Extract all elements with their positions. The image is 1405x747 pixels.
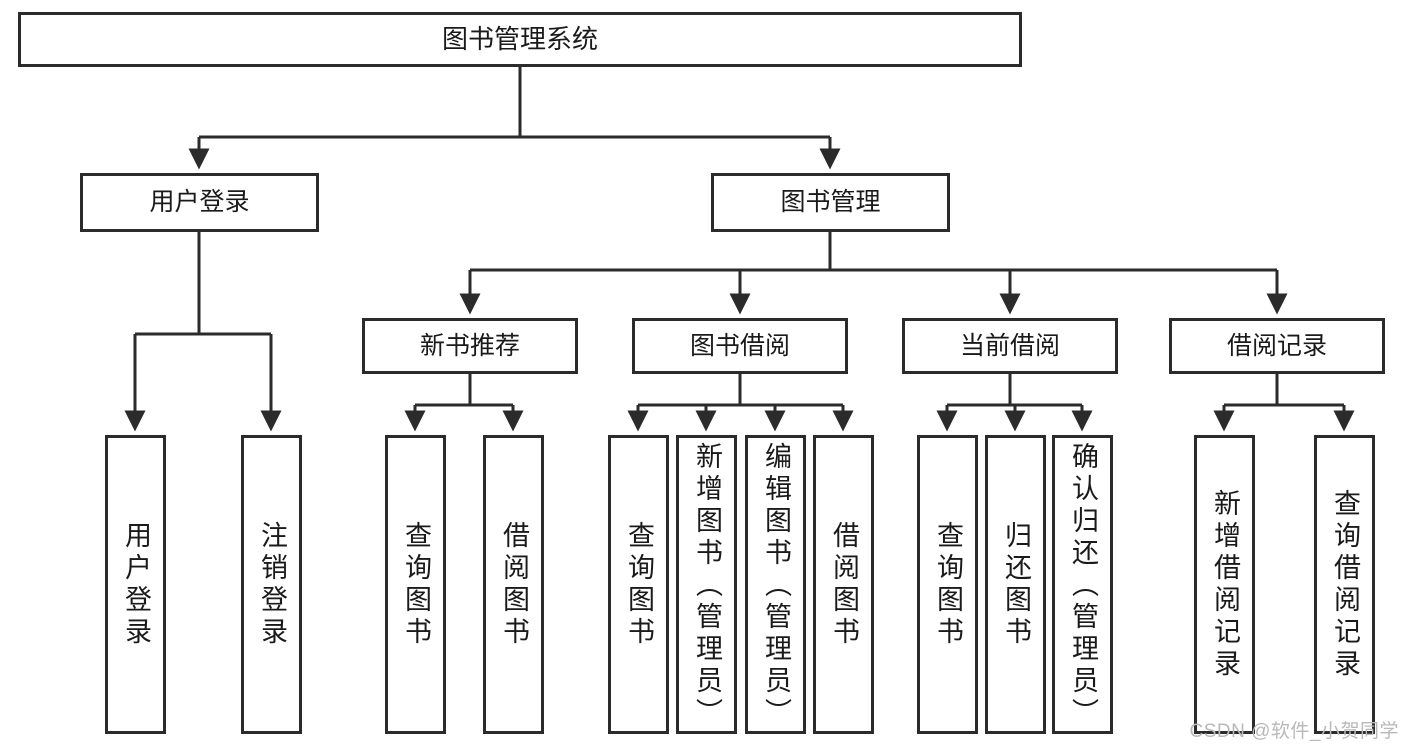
node-new-book-rec[interactable]: 新书推荐 (362, 318, 578, 374)
node-user-login-label: 用户登录 (149, 188, 250, 217)
node-user-login[interactable]: 用户登录 (80, 173, 319, 232)
node-leaf-edit-book-label: 编辑图书（管理员） (761, 442, 791, 730)
node-leaf-query-book-2[interactable]: 查询图书 (608, 435, 669, 734)
node-leaf-query-record[interactable]: 查询借阅记录 (1314, 435, 1375, 734)
node-leaf-query-book-1[interactable]: 查询图书 (385, 435, 446, 734)
node-leaf-borrow-book-2[interactable]: 借阅图书 (813, 435, 874, 734)
node-leaf-query-book-3[interactable]: 查询图书 (917, 435, 978, 734)
node-leaf-logout-login-label: 注销登录 (257, 520, 287, 649)
node-book-borrow[interactable]: 图书借阅 (632, 318, 848, 374)
node-leaf-add-book-label: 新增图书（管理员） (692, 442, 722, 730)
node-book-borrow-label: 图书借阅 (689, 331, 790, 360)
node-borrow-record-label: 借阅记录 (1226, 331, 1327, 360)
csdn-watermark: CSDN @软件_小贺同学 (1189, 721, 1399, 742)
node-leaf-borrow-book-1-label: 借阅图书 (499, 520, 529, 649)
node-new-book-rec-label: 新书推荐 (419, 331, 520, 360)
node-borrow-record[interactable]: 借阅记录 (1169, 318, 1385, 374)
node-book-manage[interactable]: 图书管理 (711, 173, 950, 232)
node-leaf-logout-login[interactable]: 注销登录 (241, 435, 302, 734)
node-leaf-add-record[interactable]: 新增借阅记录 (1194, 435, 1255, 734)
node-leaf-confirm-return-label: 确认归还（管理员） (1068, 442, 1098, 730)
node-leaf-return-book-label: 归还图书 (1001, 520, 1031, 649)
node-root-label: 图书管理系统 (441, 23, 598, 54)
node-leaf-edit-book[interactable]: 编辑图书（管理员） (745, 435, 806, 734)
node-leaf-query-book-3-label: 查询图书 (933, 520, 963, 649)
node-leaf-query-record-label: 查询借阅记录 (1330, 488, 1360, 681)
node-current-borrow[interactable]: 当前借阅 (902, 318, 1118, 374)
node-book-manage-label: 图书管理 (780, 188, 881, 217)
node-leaf-add-book[interactable]: 新增图书（管理员） (676, 435, 737, 734)
node-leaf-query-book-1-label: 查询图书 (401, 520, 431, 649)
node-leaf-confirm-return[interactable]: 确认归还（管理员） (1052, 435, 1113, 734)
node-leaf-borrow-book-2-label: 借阅图书 (829, 520, 859, 649)
node-root[interactable]: 图书管理系统 (18, 12, 1022, 67)
node-leaf-add-record-label: 新增借阅记录 (1210, 488, 1240, 681)
node-current-borrow-label: 当前借阅 (959, 331, 1060, 360)
node-leaf-borrow-book-1[interactable]: 借阅图书 (483, 435, 544, 734)
node-leaf-query-book-2-label: 查询图书 (624, 520, 654, 649)
node-leaf-user-login-label: 用户登录 (121, 520, 151, 649)
node-leaf-return-book[interactable]: 归还图书 (985, 435, 1046, 734)
node-leaf-user-login[interactable]: 用户登录 (105, 435, 166, 734)
